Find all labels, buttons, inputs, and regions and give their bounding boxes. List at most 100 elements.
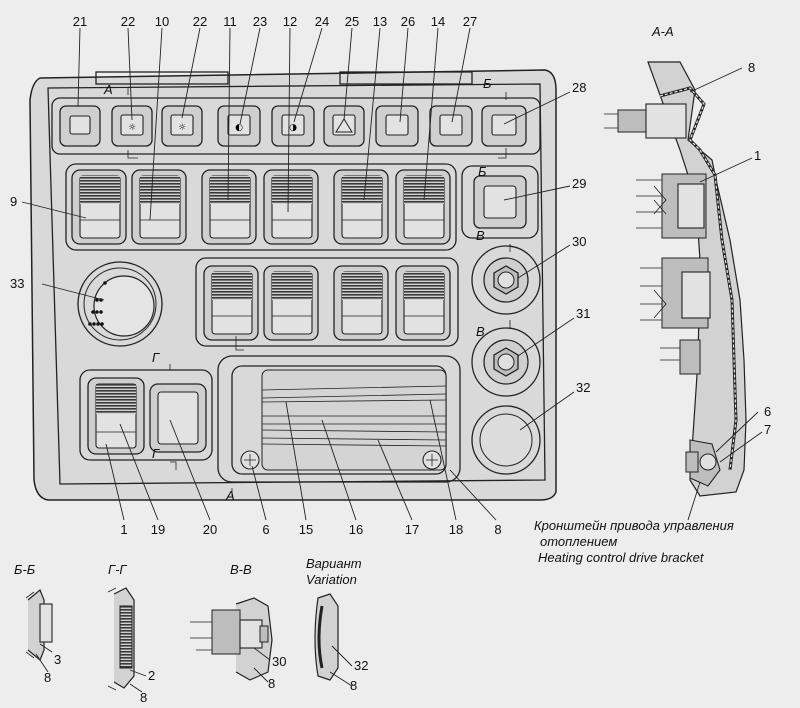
- callout-21: 21: [73, 14, 87, 29]
- callout-25: 25: [345, 14, 359, 29]
- callout-12: 12: [283, 14, 297, 29]
- side-callout-6: 6: [764, 404, 771, 419]
- top-button-row: ☼ ☼ ◐ ◑: [51, 97, 541, 155]
- section-vv-view: [190, 597, 273, 683]
- bb-callout-3: 3: [54, 652, 61, 667]
- rocker-switch-19: [87, 377, 145, 455]
- callout-28: 28: [572, 80, 586, 95]
- section-gg-view: [107, 587, 147, 693]
- top-tab-right: [339, 71, 473, 85]
- callout-24: 24: [315, 14, 329, 29]
- mark-g-top: Г: [152, 350, 160, 365]
- knob-31: [471, 327, 541, 397]
- lamp-icon: ☼: [178, 123, 186, 133]
- side-callout-8: 8: [748, 60, 755, 75]
- callout-6: 6: [262, 522, 269, 537]
- callout-30: 30: [572, 234, 586, 249]
- bb-callout-8: 8: [44, 670, 51, 685]
- gg-callout-2: 2: [148, 668, 155, 683]
- section-aa-view: [604, 61, 763, 521]
- mark-v-bottom: В: [476, 324, 485, 339]
- plug-32: [471, 405, 541, 475]
- air-vent-grille: [217, 355, 461, 483]
- aa-switch-top: [645, 103, 687, 139]
- callout-22: 22: [121, 14, 135, 29]
- section-marks: А Б Б В В Г Г А А-А Б-Б Г-Г В-В Вариант …: [14, 24, 674, 587]
- rocker-row-1-frame: [65, 163, 457, 251]
- caption-ru-line2: отоплением: [540, 534, 617, 549]
- callout-27: 27: [463, 14, 477, 29]
- title-section-aa: А-А: [651, 24, 674, 39]
- callout-17: 17: [405, 522, 419, 537]
- leader-lines: [21, 27, 575, 521]
- callout-32: 32: [576, 380, 590, 395]
- rear-fog-icon: ◐: [235, 123, 243, 133]
- caption-ru-line1: Кронштейн привода управления: [534, 518, 734, 533]
- top-button-27: [429, 105, 473, 147]
- callout-14: 14: [431, 14, 445, 29]
- switch-group-19-20: [79, 369, 213, 461]
- title-variant-ru: Вариант: [306, 556, 362, 571]
- bracket-caption: Кронштейн привода управления отоплением …: [534, 518, 734, 565]
- top-button-21: [59, 105, 101, 147]
- callout-8: 8: [494, 522, 501, 537]
- lamp-icon: ☼: [128, 123, 136, 133]
- hazard-warning-icon: [335, 118, 353, 133]
- callout-10: 10: [155, 14, 169, 29]
- rocker-switch-11: [201, 169, 257, 245]
- top-row-frame: [51, 97, 541, 155]
- title-section-vv: В-В: [230, 562, 252, 577]
- callout-9: 9: [10, 194, 17, 209]
- front-fog-icon: ◑: [289, 123, 297, 133]
- gg-callout-8: 8: [140, 690, 147, 705]
- rocker-switch-17: [333, 265, 389, 341]
- callout-13: 13: [373, 14, 387, 29]
- callout-1: 1: [120, 522, 127, 537]
- callout-23: 23: [253, 14, 267, 29]
- callout-26: 26: [401, 14, 415, 29]
- callout-19: 19: [151, 522, 165, 537]
- rocker-switch-10: [131, 169, 187, 245]
- callout-11: 11: [223, 14, 237, 29]
- rocker-row-2-frame: [195, 257, 459, 347]
- top-button-22a: ☼: [111, 105, 153, 147]
- mark-v-top: В: [476, 228, 485, 243]
- callout-labels: 21 22 10 22 11 23 12 24 25 13 26 14 27 2…: [10, 14, 771, 705]
- panel-inner-frame: [47, 83, 546, 485]
- vv-callout-30: 30: [272, 654, 286, 669]
- top-button-28: [481, 105, 527, 147]
- variant-callout-32: 32: [354, 658, 368, 673]
- button-29: [461, 165, 539, 239]
- callout-16: 16: [349, 522, 363, 537]
- callout-18: 18: [449, 522, 463, 537]
- mark-b-top: Б: [483, 76, 492, 91]
- top-button-25: [323, 105, 365, 147]
- side-callout-7: 7: [764, 422, 771, 437]
- callout-22b: 22: [193, 14, 207, 29]
- vv-callout-8: 8: [268, 676, 275, 691]
- title-section-bb: Б-Б: [14, 562, 36, 577]
- section-bb-view: [25, 589, 53, 673]
- top-button-24: ◑: [271, 105, 315, 147]
- mark-b-mid: Б: [478, 164, 487, 179]
- blank-cover-20: [149, 383, 207, 453]
- title-variant-en: Variation: [306, 572, 357, 587]
- mark-g-bottom: Г: [152, 446, 160, 461]
- aa-connector-top: [617, 109, 647, 133]
- rocker-switch-18: [395, 265, 451, 341]
- mark-a-top: А: [103, 82, 113, 97]
- top-button-26: [375, 105, 419, 147]
- knob-30: [471, 245, 541, 315]
- rocker-switch-14: [395, 169, 451, 245]
- caption-en: Heating control drive bracket: [538, 550, 705, 565]
- rocker-switch-16: [263, 265, 319, 341]
- callout-20: 20: [203, 522, 217, 537]
- callout-33: 33: [10, 276, 24, 291]
- rotary-knob-33: [77, 261, 163, 347]
- top-button-23: ◐: [217, 105, 261, 147]
- callout-31: 31: [576, 306, 590, 321]
- side-callout-1: 1: [754, 148, 761, 163]
- variant-view: [314, 593, 353, 687]
- rocker-switch-13: [333, 169, 389, 245]
